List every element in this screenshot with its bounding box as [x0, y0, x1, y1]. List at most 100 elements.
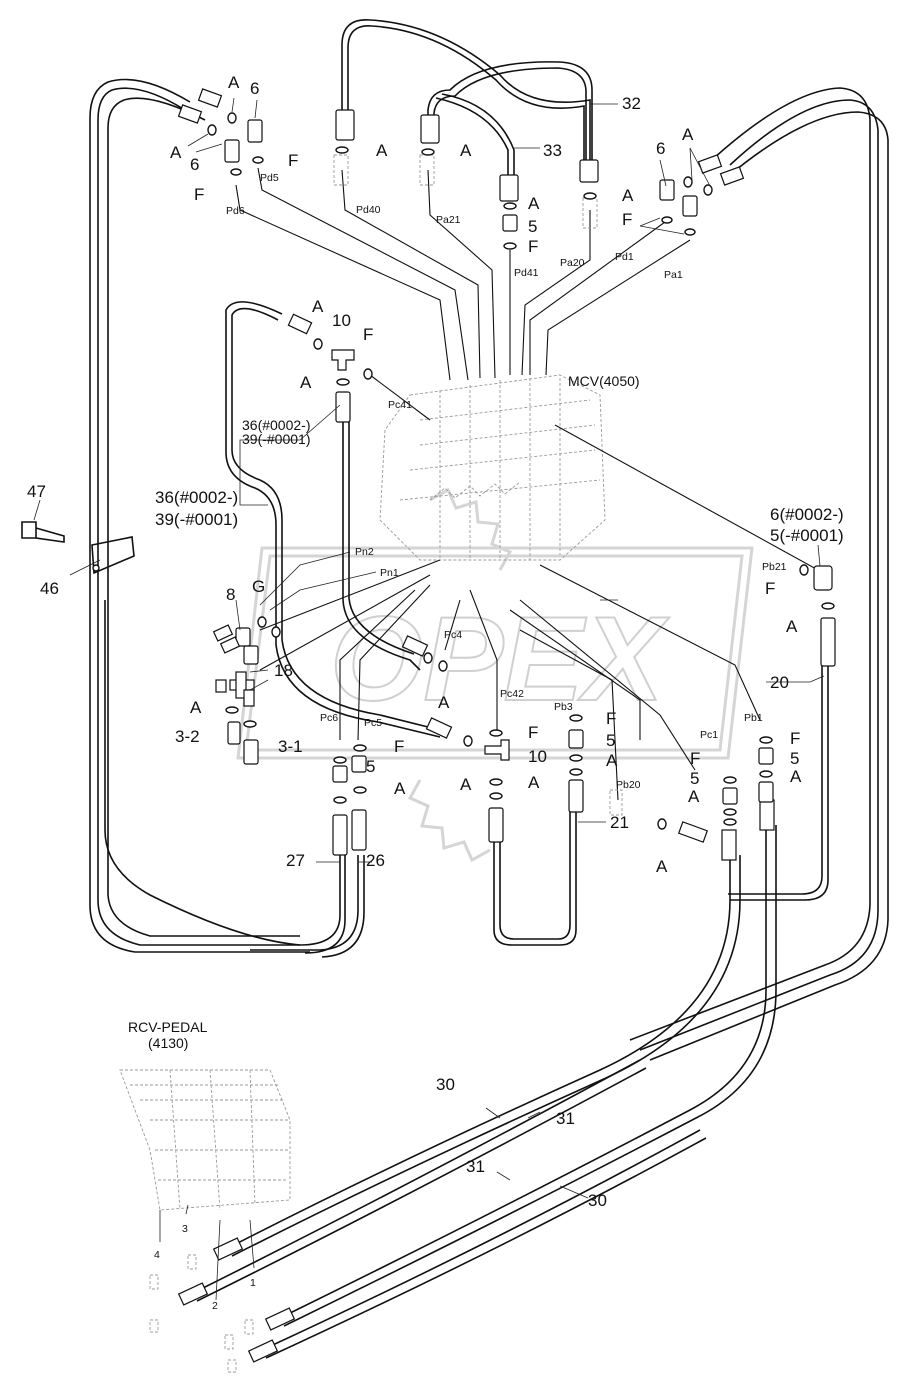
- part-number-label: 6: [190, 155, 199, 174]
- rcv-pedal-label: (4130): [148, 1035, 188, 1051]
- rcv-pedal-label: RCV-PEDAL: [128, 1019, 208, 1035]
- hose-30-lower: [261, 1129, 701, 1351]
- seal-letter-f: F: [790, 729, 800, 748]
- port-label: Pa21: [436, 214, 461, 226]
- seal-letter-a: A: [790, 767, 802, 786]
- port-label: Pd41: [514, 267, 539, 279]
- seal-letter-a: A: [460, 141, 472, 160]
- seal-letter-f: F: [606, 709, 616, 728]
- leader-lines: [33, 97, 825, 1301]
- seal-letter-f: F: [194, 185, 204, 204]
- port-label: Pd6: [226, 205, 245, 217]
- part-number-label: 32: [622, 94, 641, 113]
- seal-letter-a: A: [656, 857, 668, 876]
- part-number-label: 10: [528, 747, 547, 766]
- port-label: Pd5: [260, 172, 279, 184]
- part-number-label: 30: [436, 1075, 455, 1094]
- port-label: Pn1: [380, 567, 399, 579]
- watermark-text: OPEX: [330, 592, 670, 726]
- seal-letter-f: F: [394, 737, 404, 756]
- mcv-valve-block: [379, 374, 606, 561]
- part-number-label: 36(#0002-): [242, 417, 311, 433]
- part-number-label: 3-1: [278, 737, 303, 756]
- pilot-port-lines: [235, 154, 819, 816]
- part-number-label: 31: [466, 1157, 485, 1176]
- seal-letter-a: A: [528, 194, 540, 213]
- part-number-label: 27: [286, 851, 305, 870]
- part-number-label: 18: [274, 661, 293, 680]
- seal-letter-a: A: [460, 775, 472, 794]
- part-number-label: 39(-#0001): [242, 431, 311, 447]
- seal-letter-a: A: [528, 773, 540, 792]
- part-number-label: 5: [366, 757, 375, 776]
- part-number-label: 20: [770, 673, 789, 692]
- port-label: Pa20: [560, 257, 585, 269]
- hose-21: [493, 810, 577, 946]
- hose-36-39: [231, 307, 441, 731]
- port-label: Pa1: [664, 269, 683, 281]
- hose-33: [427, 61, 593, 170]
- part-number-label: 6: [656, 139, 665, 158]
- hose-27: [104, 600, 341, 946]
- port-label: Pc6: [320, 712, 338, 724]
- part-number-label: 5(-#0001): [770, 526, 844, 545]
- part-number-label: 5: [528, 217, 537, 236]
- port-label: Pc1: [700, 729, 718, 741]
- seal-letter-f: F: [528, 237, 538, 256]
- part-number-label: 3-2: [175, 727, 200, 746]
- part-number-label: 47: [27, 482, 46, 501]
- seal-letter-a: A: [438, 693, 450, 712]
- pedal-port-label: 4: [154, 1249, 160, 1261]
- seal-letter-a: A: [300, 373, 312, 392]
- port-label: Pc4: [444, 629, 462, 641]
- port-label: Pd1: [615, 251, 634, 263]
- hose-31-lower: [279, 825, 767, 1319]
- port-label: Pb20: [616, 779, 641, 791]
- fittings: [177, 88, 836, 856]
- pedal-port-label: 1: [250, 1277, 256, 1289]
- mcv-label: MCV(4050): [568, 373, 640, 389]
- port-label: Pb1: [744, 712, 763, 724]
- seal-letter-a: A: [376, 141, 388, 160]
- seal-letter-a: A: [312, 297, 324, 316]
- port-label: Pc5: [364, 717, 382, 729]
- port-label: Pn2: [355, 546, 374, 558]
- seal-letter-a: A: [606, 751, 618, 770]
- port-label: Pb3: [554, 701, 573, 713]
- part-number-label: 31: [556, 1109, 575, 1128]
- pedal-hose-ends: [177, 799, 775, 1363]
- watermark-logo: OPEX: [236, 487, 754, 863]
- seal-letter-a: A: [688, 787, 700, 806]
- rcv-pedal-block: [119, 1069, 291, 1373]
- port-label: Pc42: [500, 688, 524, 700]
- port-label: Pd40: [356, 204, 381, 216]
- part-number-label: 30: [588, 1191, 607, 1210]
- part-number-label: 8: [226, 585, 235, 604]
- seal-letter-f: F: [363, 325, 373, 344]
- labels: A 6 A 6 F F Pd5 Pd6 A A Pd40 Pa21 32 33 …: [27, 73, 844, 1312]
- seal-letter-a: A: [622, 186, 634, 205]
- part-number-label: 46: [40, 579, 59, 598]
- seal-letter-a: A: [786, 617, 798, 636]
- pedal-port-label: 3: [182, 1223, 188, 1235]
- seal-letter-a: A: [394, 779, 406, 798]
- seal-letter-a: A: [190, 698, 202, 717]
- seal-letter-f: F: [690, 749, 700, 768]
- hose-20: [730, 665, 829, 901]
- part-number-label: 21: [610, 813, 629, 832]
- part-number-label: 36(#0002-): [155, 488, 238, 507]
- seal-letter-f: F: [288, 151, 298, 170]
- hoses: [21, 19, 889, 1363]
- part-number-label: 5: [790, 749, 799, 768]
- seal-letter-a: A: [682, 125, 694, 144]
- seal-letter-g: G: [252, 577, 265, 596]
- port-label: Pc41: [388, 399, 412, 411]
- hose-26: [250, 855, 359, 951]
- port-label: Pb21: [762, 561, 787, 573]
- part-number-label: 5: [606, 731, 615, 750]
- hose-32: [341, 19, 591, 170]
- seal-letter-f: F: [528, 723, 538, 742]
- hose-31-upper: [192, 1059, 641, 1294]
- part-number-label: 26: [366, 851, 385, 870]
